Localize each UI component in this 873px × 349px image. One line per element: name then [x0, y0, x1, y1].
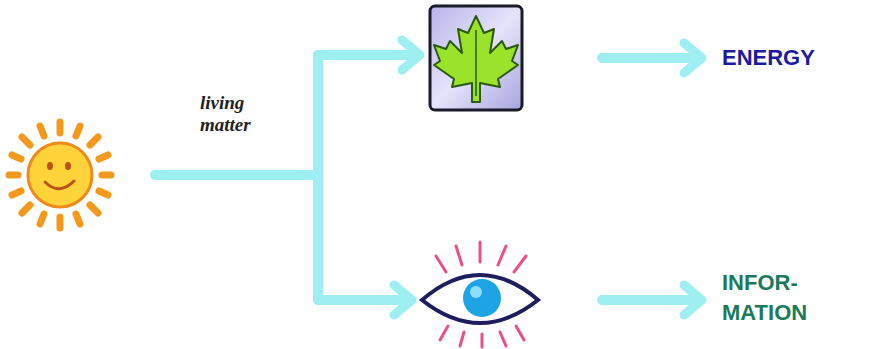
flow-label: living matter [200, 92, 280, 136]
sun-icon [9, 122, 111, 228]
leaf-icon [430, 6, 522, 110]
eye-icon [422, 242, 538, 347]
output-label: INFOR- MATION [722, 268, 852, 327]
output-label: ENERGY [722, 45, 862, 71]
